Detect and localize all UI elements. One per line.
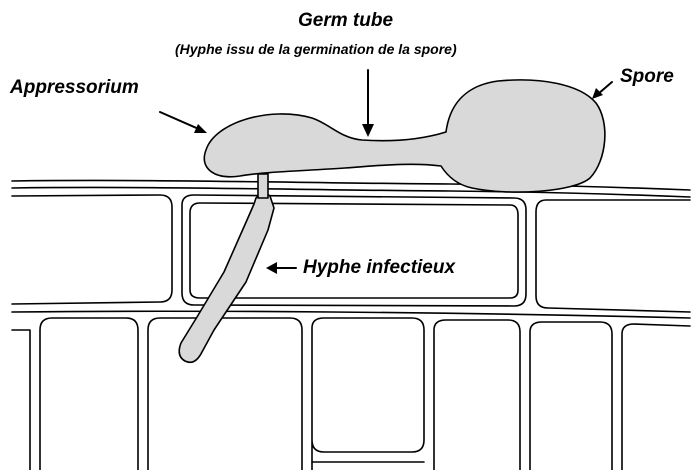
label-spore: Spore [620, 66, 674, 88]
lower-cell [312, 318, 424, 470]
lower-cell [434, 320, 520, 470]
label-germ-tube: Germ tube [298, 10, 393, 32]
arrowhead [592, 88, 603, 99]
lower-cell [622, 324, 690, 470]
label-hyphe-infectieux: Hyphe infectieux [303, 257, 455, 279]
infection-hypha [179, 193, 274, 362]
label-germ-tube-note: (Hyphe issu de la germination de la spor… [175, 41, 457, 57]
lower-cell [40, 318, 138, 470]
cuticle-outer-line [12, 180, 690, 190]
cell-layer-boundary [12, 311, 690, 318]
epidermal-cell [12, 195, 172, 304]
arrowhead [266, 262, 277, 274]
label-appressorium: Appressorium [10, 77, 139, 99]
arrowhead [362, 124, 374, 137]
penetration-peg [258, 174, 268, 198]
epidermal-cell [536, 200, 690, 312]
lower-cell [148, 318, 302, 470]
lower-cell [530, 322, 612, 470]
arrow-appressorium [160, 112, 201, 130]
lower-cell-partial [12, 330, 30, 470]
